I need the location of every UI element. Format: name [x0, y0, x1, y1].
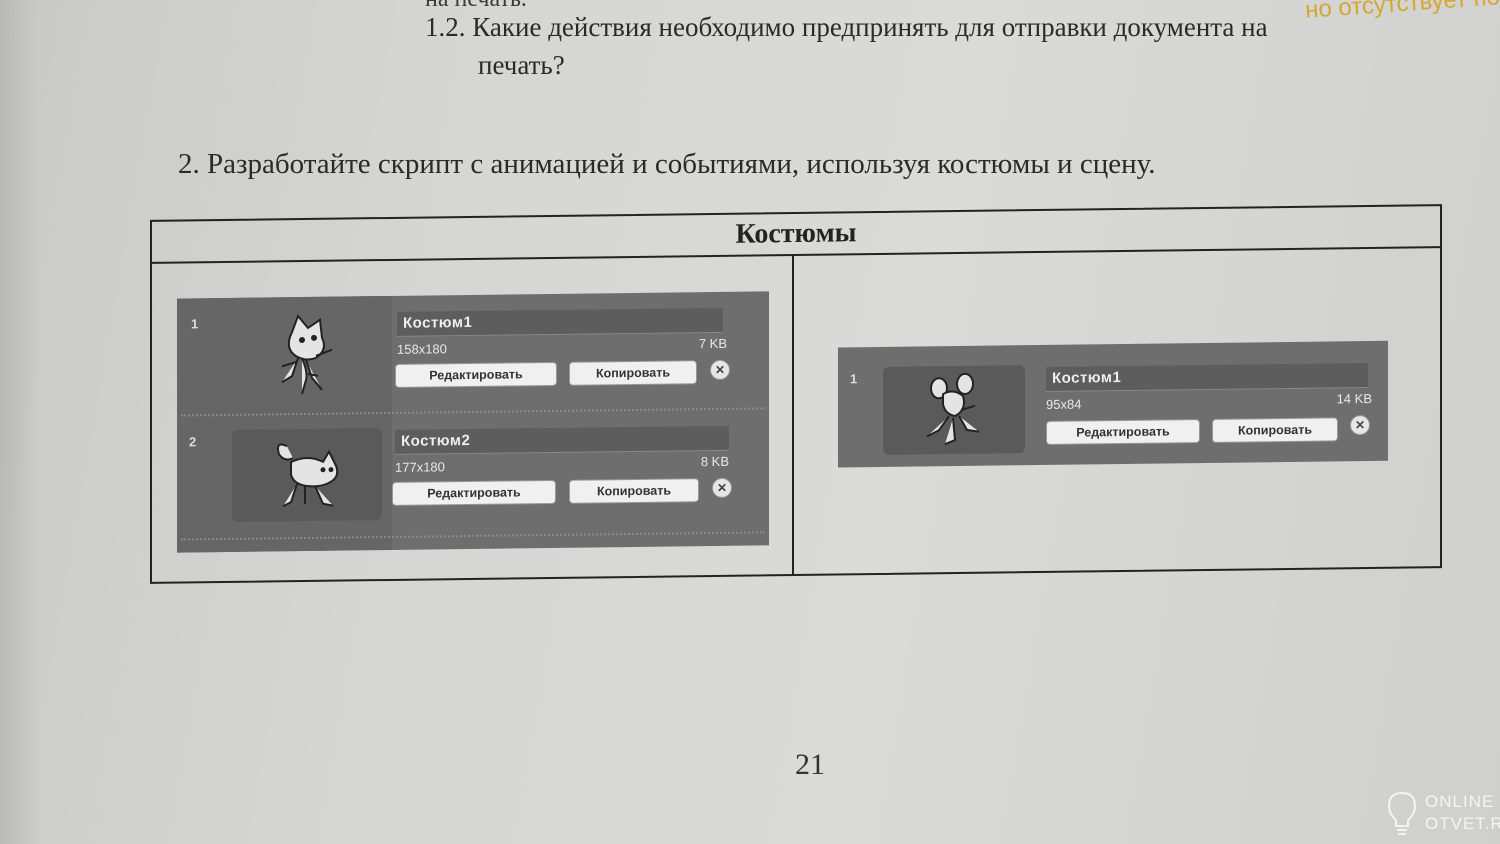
copy-costume-button[interactable]: Копировать	[569, 478, 699, 504]
edit-costume-button[interactable]: Редактировать	[1046, 419, 1200, 445]
question-1-2: 1.2. Какие действия необходимо предприня…	[425, 12, 1268, 42]
delete-costume-icon[interactable]: ✕	[1350, 414, 1370, 436]
costume-name[interactable]: Костюм1	[397, 307, 723, 337]
costume-file-size: 8 KB	[700, 453, 729, 470]
costume-index: 1	[850, 371, 858, 387]
costume-panel-right: 1 Костюм1 95x84 14 KB Редактировать Копи…	[838, 340, 1388, 468]
page-shadow	[0, 0, 40, 844]
cat-costume-1-icon	[232, 304, 382, 406]
delete-costume-icon[interactable]: ✕	[712, 477, 732, 499]
costume-index: 2	[189, 434, 197, 450]
watermark-line-1: ONLINE	[1425, 792, 1495, 811]
costume-name[interactable]: Костюм1	[1046, 363, 1368, 392]
costume-row[interactable]: 2 Костюм2 177x180 8 KB Редактировать Коп…	[177, 413, 769, 548]
lightbulb-icon	[1387, 791, 1417, 835]
costume-dimensions: 95x84	[1046, 396, 1082, 412]
costume-row[interactable]: 1 Костюм1 158x180 7 KB Редактировать Коп…	[177, 291, 769, 416]
costume-name[interactable]: Костюм2	[395, 425, 729, 455]
costume-file-size: 7 KB	[698, 335, 727, 352]
page-number: 21	[795, 748, 825, 781]
cat-costume-2-icon	[232, 428, 382, 522]
costume-file-size: 14 KB	[1336, 390, 1372, 407]
edit-costume-button[interactable]: Редактировать	[392, 479, 556, 506]
question-2: 2. Разработайте скрипт с анимацией и соб…	[178, 148, 1156, 180]
question-1-2-continuation: печать?	[478, 50, 565, 80]
costume-dimensions: 177x180	[395, 459, 445, 475]
delete-costume-icon[interactable]: ✕	[710, 359, 730, 381]
costume-row[interactable]: 1 Костюм1 95x84 14 KB Редактировать Копи…	[838, 341, 1388, 468]
costume-dimensions: 158x180	[397, 341, 447, 357]
previous-line-text: на печать.	[425, 0, 527, 13]
watermark-line-2: OTVET.RU	[1425, 814, 1500, 833]
mouse-costume-icon	[883, 365, 1025, 455]
edit-costume-button[interactable]: Редактировать	[395, 361, 557, 388]
costumes-table: Костюмы 1 Костюм1 158x180 7 KB Редактиро…	[150, 204, 1442, 584]
costume-panel-left: 1 Костюм1 158x180 7 KB Редактировать Коп…	[177, 291, 769, 553]
copy-costume-button[interactable]: Копировать	[569, 360, 697, 386]
table-column-divider	[792, 256, 794, 575]
handwritten-note: но отсутствует по	[1304, 0, 1500, 24]
costume-index: 1	[191, 316, 199, 332]
copy-costume-button[interactable]: Копировать	[1212, 417, 1338, 443]
table-header: Костюмы	[152, 206, 1440, 264]
